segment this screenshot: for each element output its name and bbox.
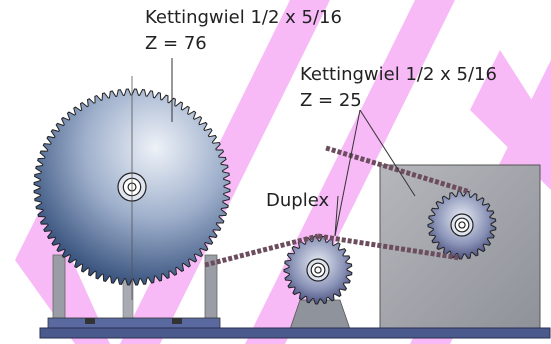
big-sprocket-title: Kettingwiel 1/2 x 5/16 — [145, 7, 342, 28]
gearbox-sprocket — [427, 190, 497, 260]
chain-lower — [204, 233, 461, 268]
duplex-sprocket — [283, 235, 353, 305]
small-sprocket-teeth: Z = 25 — [300, 90, 362, 111]
big-sprocket-teeth: Z = 76 — [145, 33, 207, 54]
sprocket-mid-hub-ring — [314, 266, 322, 274]
duplex-label: Duplex — [266, 190, 330, 211]
sprocket-right-hub-ring — [458, 221, 466, 229]
small-sprocket-title: Kettingwiel 1/2 x 5/16 — [300, 64, 497, 85]
base-frame — [39, 327, 551, 339]
leader-lines — [171, 58, 416, 237]
